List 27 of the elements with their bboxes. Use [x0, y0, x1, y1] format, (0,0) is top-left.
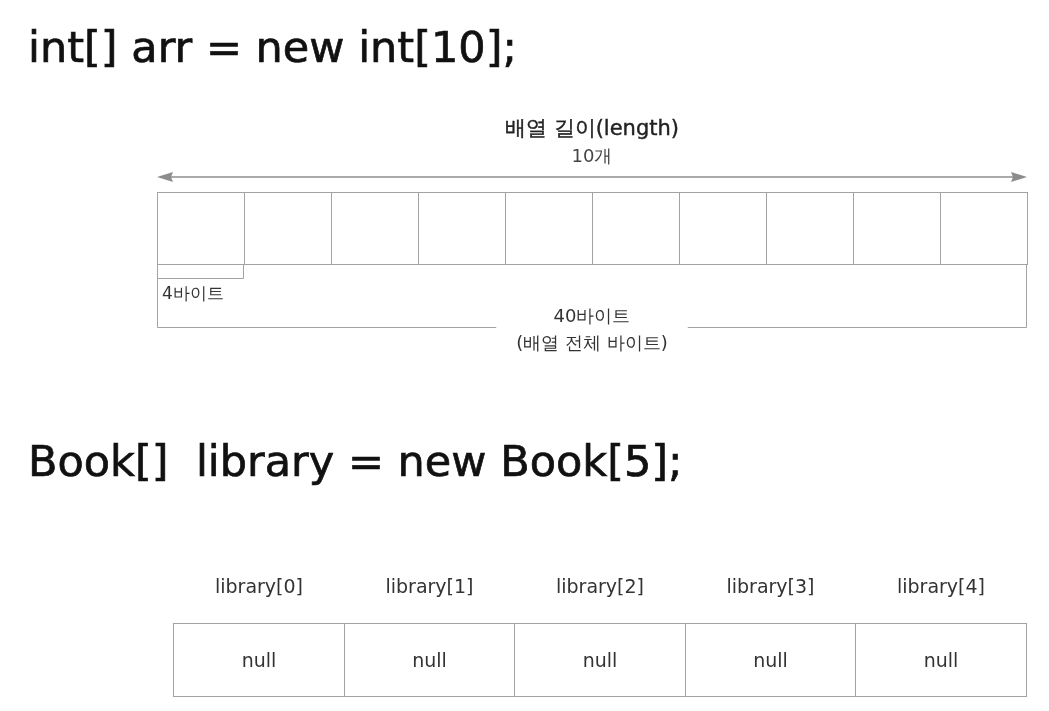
- size-label: 4바이트: [162, 284, 224, 304]
- array-cell: [592, 192, 680, 265]
- code-line: Book[] library = new Book[5];: [28, 437, 683, 487]
- dimension-label: 배열 길이(length): [505, 115, 679, 141]
- index-label: library[4]: [897, 576, 985, 598]
- array-cell: [244, 192, 332, 265]
- array-cell: [853, 192, 941, 265]
- array-cell: [418, 192, 506, 265]
- array-cell: [157, 192, 245, 265]
- array-cell: null: [514, 623, 686, 697]
- array-cell: null: [855, 623, 1027, 697]
- index-label: library[2]: [556, 576, 644, 598]
- size-label: (배열 전체 바이트): [516, 332, 668, 354]
- array-cell: [940, 192, 1028, 265]
- code-line: int[] arr = new int[10];: [28, 23, 517, 73]
- index-label: library[0]: [215, 576, 303, 598]
- array-cell: null: [685, 623, 856, 697]
- array-cell: [331, 192, 419, 265]
- size-label: 40바이트: [553, 305, 631, 327]
- index-label: library[1]: [385, 576, 474, 598]
- array-cell: null: [173, 623, 345, 697]
- array-cell: [505, 192, 593, 265]
- index-label: library[3]: [726, 576, 815, 598]
- array-cell: [679, 192, 767, 265]
- array-cell: null: [344, 623, 515, 697]
- array-cell: [766, 192, 854, 265]
- dimension-label: 10개: [571, 145, 613, 167]
